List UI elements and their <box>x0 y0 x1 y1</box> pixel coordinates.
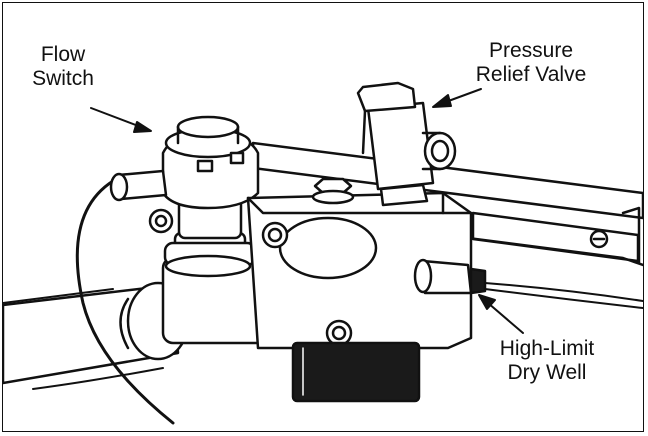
mounting-rail <box>251 141 643 267</box>
leader-arrows <box>90 88 524 334</box>
flow-switch <box>109 115 260 278</box>
label-high-limit-dry-well: High-Limit Dry Well <box>477 337 617 385</box>
rail-nut <box>311 177 355 205</box>
label-flow-switch-line2: Switch <box>32 67 94 90</box>
label-prv-line2: Relief Valve <box>475 63 587 86</box>
label-flow-switch: Flow Switch <box>13 43 113 91</box>
label-high-limit-line2: Dry Well <box>507 361 587 384</box>
water-heater-fittings-illustration <box>3 81 643 425</box>
flow-switch-cable <box>75 179 175 425</box>
diagram-frame: Flow Switch Pressure Relief Valve High-L… <box>2 2 644 432</box>
label-pressure-relief-valve: Pressure Relief Valve <box>441 39 621 87</box>
label-flow-switch-line1: Flow <box>40 43 86 66</box>
label-high-limit-line1: High-Limit <box>499 337 595 360</box>
manifold-block <box>246 191 473 403</box>
pressure-relief-valve <box>356 81 457 207</box>
label-prv-line1: Pressure <box>488 39 574 62</box>
high-limit-dry-well-fitting <box>413 258 643 309</box>
